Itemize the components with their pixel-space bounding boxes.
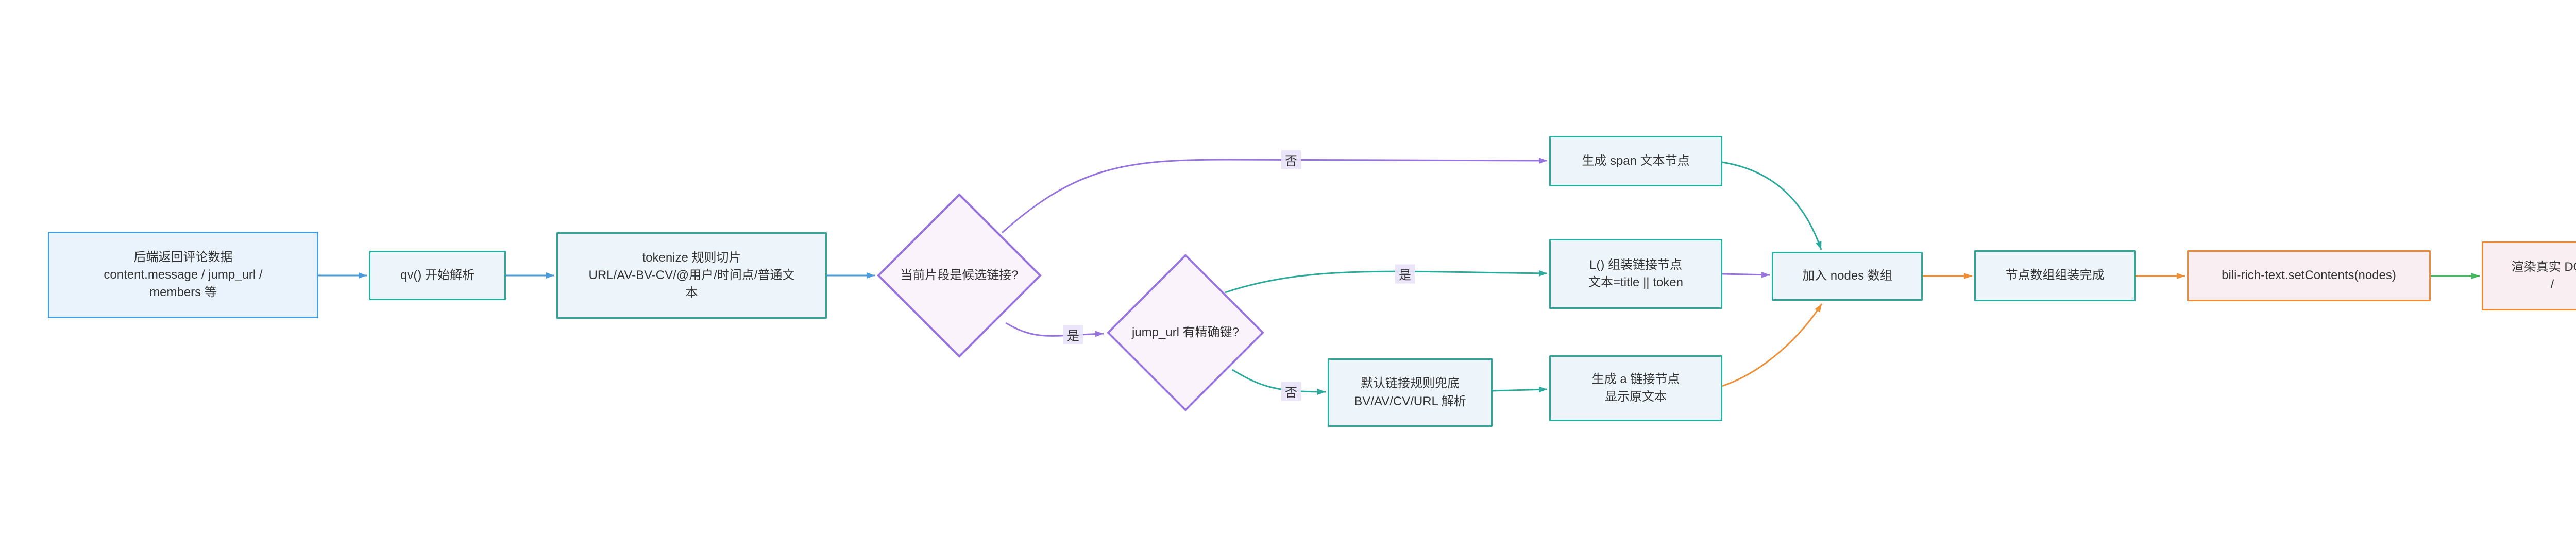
edge-fallback-anode xyxy=(1492,386,1548,393)
decision-is-candidate-link: 当前片段是候选链接? xyxy=(877,193,1042,358)
node-link-assemble: L() 组装链接节点 文本=title || token xyxy=(1549,239,1722,309)
edge-d2-lnode xyxy=(1225,270,1548,294)
node-render-dom: 渲染真实 DOM / xyxy=(2482,242,2576,310)
node-qv-parse: qv() 开始解析 xyxy=(369,251,506,300)
node-tokenize: tokenize 规则切片 URL/AV-BV-CV/@用户/时间点/普通文本 xyxy=(556,232,827,319)
edge-d2-fallback xyxy=(1232,369,1326,395)
node-backend-data: 后端返回评论数据 content.message / jump_url / me… xyxy=(48,232,318,318)
edge-span-join xyxy=(1722,161,1822,250)
edge-d1-span xyxy=(1001,157,1548,234)
diamond-shape xyxy=(877,193,1042,358)
node-push-nodes-array: 加入 nodes 数组 xyxy=(1772,252,1923,301)
node-span-text: 生成 span 文本节点 xyxy=(1549,136,1722,186)
edge-anode-join xyxy=(1720,303,1823,388)
node-setcontents: bili-rich-text.setContents(nodes) xyxy=(2187,250,2431,301)
node-array-assembled: 节点数组组装完成 xyxy=(1974,250,2136,301)
edge-label-yes-lnode: 是 xyxy=(1395,264,1415,284)
edge-label-yes-d2: 是 xyxy=(1063,325,1083,344)
node-default-link-rule: 默认链接规则兜底 BV/AV/CV/URL 解析 xyxy=(1328,358,1493,427)
node-a-link: 生成 a 链接节点 显示原文本 xyxy=(1549,355,1722,421)
edge-label-no-fallback: 否 xyxy=(1281,382,1301,401)
diamond-shape xyxy=(1107,254,1264,411)
edge-label-no-span: 否 xyxy=(1281,150,1301,169)
decision-jump-url-exact: jump_url 有精确键? xyxy=(1107,254,1264,411)
edge-d1-d2 xyxy=(1005,322,1104,337)
edge-lnode-join xyxy=(1722,271,1770,278)
